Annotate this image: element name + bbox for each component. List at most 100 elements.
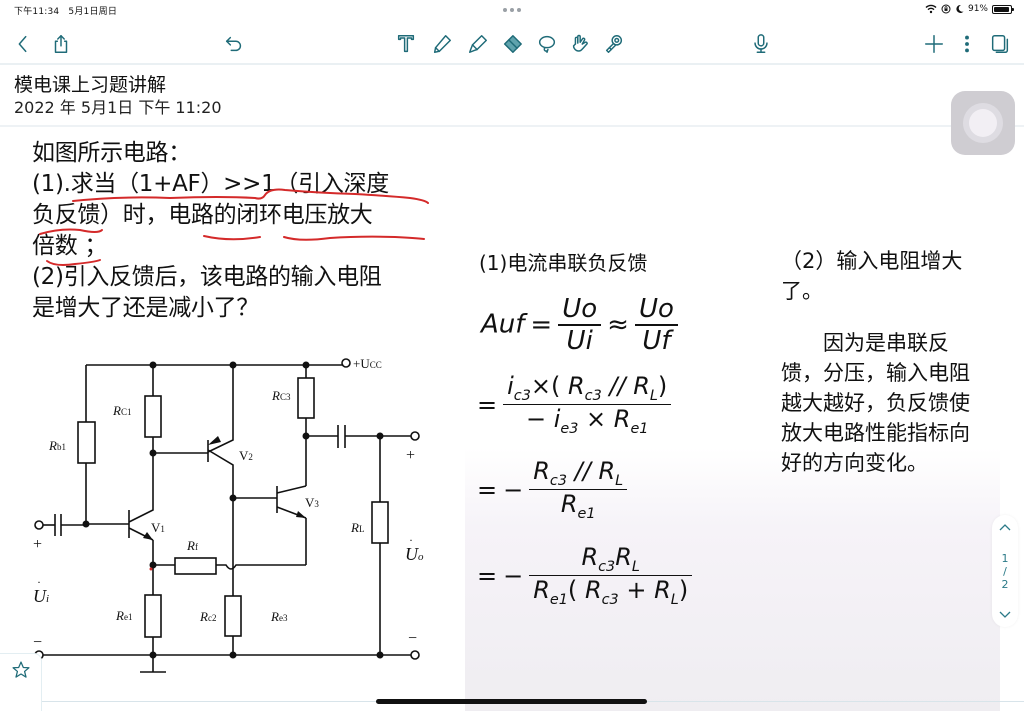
svg-text:Rf: Rf <box>186 538 198 553</box>
status-date: 5月1日周日 <box>68 7 118 17</box>
fraction: ic3×( Rc3 // RL)− ie3 × Re1 <box>503 372 672 437</box>
assistive-touch-button[interactable] <box>951 91 1015 155</box>
svg-text:Rc2: Rc2 <box>199 609 216 624</box>
microphone-button[interactable] <box>749 32 773 56</box>
circuit-diagram: +UCC Rb1 RC1 RC3 Rf Re1 Rc2 Re3 RL V1 V2… <box>33 356 424 673</box>
equation-step2: =ic3×( Rc3 // RL)− ie3 × Re1 <box>477 372 672 437</box>
highlighter-tool-icon <box>469 35 487 53</box>
more-button[interactable] <box>955 32 979 56</box>
note-date: 2022 年 5月1日 下午 11:20 <box>14 98 222 117</box>
page-separator: / <box>1003 564 1007 578</box>
favorite-button[interactable] <box>0 653 42 711</box>
wifi-icon <box>925 4 937 14</box>
share-button[interactable] <box>49 32 73 56</box>
more-icon <box>965 35 969 53</box>
home-indicator[interactable] <box>376 699 647 704</box>
microphone-icon <box>754 34 768 53</box>
pen-tool-icon <box>433 35 451 53</box>
svg-text:+UCC: +UCC <box>353 356 382 371</box>
chevron-down-icon <box>999 611 1011 618</box>
question-line: (2)引入反馈后，该电路的输入电阻 <box>32 264 382 290</box>
eraser-tool-icon <box>503 35 522 53</box>
hand-tool-icon <box>572 34 588 52</box>
star-icon <box>11 661 30 678</box>
svg-text:V2: V2 <box>239 448 253 463</box>
svg-text:−: − <box>408 630 417 647</box>
svg-text:V3: V3 <box>305 495 319 510</box>
question-line: 负反馈）时，电路的闭环电压放大 <box>32 202 373 228</box>
svg-text:RL: RL <box>350 520 364 535</box>
question-line: 是增大了还是减小了？ <box>32 295 260 321</box>
multitasking-dots[interactable] <box>503 8 521 12</box>
status-time: 下午11:34 <box>14 7 60 17</box>
battery-icon <box>992 4 1014 14</box>
page-navigator: 1 / 2 <box>992 515 1018 627</box>
pen-tool-button[interactable] <box>430 32 454 56</box>
toolbar-divider <box>0 63 1024 65</box>
laser-pointer-icon <box>605 35 623 53</box>
lasso-tool-button[interactable] <box>535 32 559 56</box>
highlighter-tool-button[interactable] <box>466 32 490 56</box>
undo-button[interactable] <box>222 32 246 56</box>
lasso-tool-icon <box>538 35 556 53</box>
answer2-conclusion: （2）输入电阻增大了。 <box>781 249 963 303</box>
header-divider <box>0 125 1024 127</box>
laser-pointer-button[interactable] <box>602 32 626 56</box>
back-icon <box>18 35 27 53</box>
svg-text:Rb1: Rb1 <box>48 438 66 453</box>
current-page: 1 <box>1001 551 1009 565</box>
svg-text:·: · <box>37 575 41 589</box>
note-toolbar <box>0 26 1024 62</box>
hand-tool-button[interactable] <box>568 32 592 56</box>
status-time-date: 下午11:34 5月1日周日 <box>14 4 123 17</box>
total-pages: 2 <box>1001 577 1009 591</box>
page-indicator: 1 / 2 <box>1002 552 1009 591</box>
undo-icon <box>225 36 242 52</box>
share-icon <box>54 35 68 53</box>
question-line: 倍数 ； <box>32 233 108 259</box>
previous-page-button[interactable] <box>999 521 1011 533</box>
pages-icon <box>991 35 1009 53</box>
page-shading <box>465 448 1000 711</box>
svg-text:+: + <box>406 447 415 464</box>
text-tool-button[interactable] <box>394 32 418 56</box>
svg-text:Uo: Uo <box>405 544 424 564</box>
chevron-up-icon <box>999 524 1011 531</box>
svg-text:Re3: Re3 <box>270 609 288 624</box>
note-header: 模电课上习题讲解 2022 年 5月1日 下午 11:20 <box>14 72 222 118</box>
question-line: 如图所示电路： <box>32 140 191 166</box>
status-bar: 下午11:34 5月1日周日 91% <box>0 0 1024 22</box>
answer2-text: （2）输入电阻增大了。 因为是串联反馈，分压，输入电阻越大越好，负反馈使放大电路… <box>781 246 981 500</box>
moon-icon <box>956 4 964 13</box>
answer2-reason: 因为是串联反馈，分压，输入电阻越大越好，负反馈使放大电路性能指标向好的方向变化。 <box>781 331 970 475</box>
battery-percent: 91% <box>967 4 988 14</box>
question-line: (1).求当（1+AF）>>1（引入深度 <box>32 171 389 197</box>
svg-text:RC3: RC3 <box>271 388 291 403</box>
svg-text:+: + <box>33 536 42 553</box>
pages-button[interactable] <box>988 32 1012 56</box>
svg-text:Ui: Ui <box>33 586 49 606</box>
back-button[interactable] <box>11 32 35 56</box>
svg-text:RC1: RC1 <box>112 403 131 418</box>
question-text: 如图所示电路： (1).求当（1+AF）>>1（引入深度 负反馈）时，电路的闭环… <box>32 138 442 324</box>
text-tool-icon <box>397 35 415 53</box>
add-button[interactable] <box>922 32 946 56</box>
svg-text:·: · <box>409 533 413 547</box>
answer1-title: (1)电流串联负反馈 <box>479 251 648 275</box>
svg-text:V1: V1 <box>151 520 165 535</box>
svg-text:Re1: Re1 <box>115 608 132 623</box>
eraser-tool-button[interactable] <box>500 32 524 56</box>
orientation-lock-icon <box>941 4 951 14</box>
add-icon <box>925 35 943 53</box>
status-indicators: 91% <box>925 4 1014 14</box>
note-title[interactable]: 模电课上习题讲解 <box>14 74 167 96</box>
next-page-button[interactable] <box>999 609 1011 621</box>
svg-text:−: − <box>33 634 42 651</box>
